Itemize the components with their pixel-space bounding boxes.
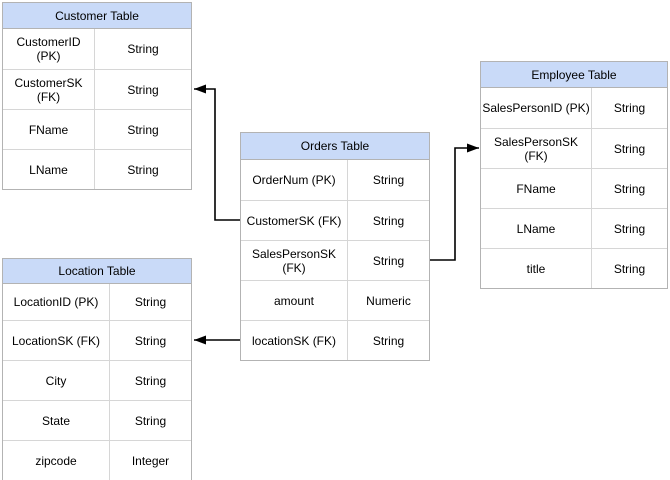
- field-cell: FName: [3, 110, 95, 149]
- field-cell: CustomerID (PK): [3, 29, 95, 69]
- type-cell: String: [134, 333, 167, 348]
- type-cell: String: [613, 221, 646, 236]
- type-cell: String: [127, 162, 159, 177]
- field-cell: CustomerSK (FK): [241, 201, 348, 240]
- type-cell: Numeric: [366, 293, 411, 308]
- field-cell: LName: [481, 209, 592, 248]
- field-cell: LocationSK (FK): [3, 321, 110, 360]
- field-cell: City: [3, 361, 110, 400]
- table-header: Employee Table: [481, 62, 667, 88]
- field-cell: zipcode: [3, 441, 110, 480]
- table-row: CustomerSK (FK) String: [3, 69, 191, 109]
- table-row: CustomerID (PK) String: [3, 29, 191, 69]
- table-row: LocationID (PK) String: [3, 284, 191, 320]
- type-cell: String: [372, 173, 405, 187]
- type-cell: String: [127, 122, 159, 137]
- type-cell: String: [134, 373, 167, 388]
- customer-table[interactable]: Customer Table CustomerID (PK) String Cu…: [2, 2, 192, 190]
- table-header: Customer Table: [3, 3, 191, 29]
- field-cell: amount: [241, 281, 348, 320]
- type-cell: String: [613, 261, 646, 276]
- table-title: Customer Table: [55, 8, 139, 23]
- type-cell: String: [372, 333, 405, 348]
- type-cell: String: [372, 213, 405, 228]
- table-header: Location Table: [3, 259, 191, 284]
- orders-to-customer-connector[interactable]: [194, 84, 240, 221]
- table-row: LocationSK (FK) String: [3, 320, 191, 360]
- field-cell: FName: [481, 169, 592, 208]
- table-row: LName String: [3, 149, 191, 189]
- field-cell: State: [3, 401, 110, 440]
- table-row: SalesPersonSK (FK) String: [481, 128, 667, 168]
- table-row: FName String: [481, 168, 667, 208]
- field-cell: SalesPersonSK (FK): [241, 241, 348, 280]
- orders-table[interactable]: Orders Table OrderNum (PK) String Custom…: [240, 132, 430, 361]
- field-cell: LName: [3, 150, 95, 189]
- type-cell: Integer: [131, 453, 170, 468]
- location-table[interactable]: Location Table LocationID (PK) String Lo…: [2, 258, 192, 480]
- table-header: Orders Table: [241, 133, 429, 160]
- table-row: amount Numeric: [241, 280, 429, 320]
- type-cell: String: [613, 141, 646, 156]
- field-cell: CustomerSK (FK): [3, 70, 95, 109]
- field-cell: title: [481, 249, 592, 288]
- orders-to-employee-connector[interactable]: [430, 143, 479, 261]
- table-row: locationSK (FK) String: [241, 320, 429, 360]
- type-cell: String: [134, 295, 167, 309]
- type-cell: String: [127, 82, 159, 97]
- table-row: OrderNum (PK) String: [241, 160, 429, 200]
- table-row: State String: [3, 400, 191, 440]
- type-cell: String: [613, 101, 646, 115]
- table-row: LName String: [481, 208, 667, 248]
- table-row: FName String: [3, 109, 191, 149]
- field-cell: SalesPersonID (PK): [481, 88, 592, 128]
- type-cell: String: [613, 181, 646, 196]
- field-cell: locationSK (FK): [241, 321, 348, 360]
- table-row: SalesPersonID (PK) String: [481, 88, 667, 128]
- table-title: Employee Table: [531, 67, 617, 82]
- field-cell: LocationID (PK): [3, 284, 110, 320]
- table-row: SalesPersonSK (FK) String: [241, 240, 429, 280]
- table-title: Orders Table: [300, 139, 370, 153]
- type-cell: String: [127, 42, 159, 56]
- field-cell: SalesPersonSK (FK): [481, 129, 592, 168]
- table-row: title String: [481, 248, 667, 288]
- employee-table[interactable]: Employee Table SalesPersonID (PK) String…: [480, 61, 668, 289]
- type-cell: String: [134, 413, 167, 428]
- table-title: Location Table: [58, 264, 136, 278]
- type-cell: String: [372, 253, 405, 268]
- table-row: CustomerSK (FK) String: [241, 200, 429, 240]
- table-row: zipcode Integer: [3, 440, 191, 480]
- field-cell: OrderNum (PK): [241, 160, 348, 200]
- table-row: City String: [3, 360, 191, 400]
